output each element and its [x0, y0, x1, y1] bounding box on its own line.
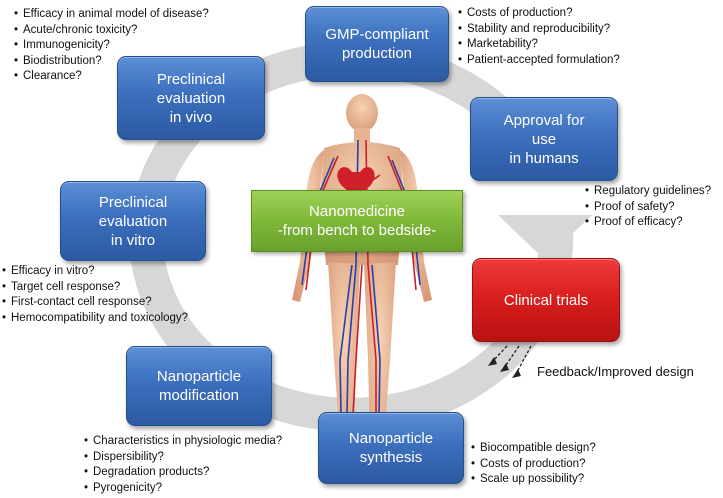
question-item: Regulatory guidelines?	[585, 184, 711, 200]
question-item: Characteristics in physiologic media?	[84, 434, 282, 450]
center-label-box: Nanomedicine -from bench to bedside-	[251, 190, 463, 252]
feedback-label: Feedback/Improved design	[537, 364, 694, 379]
question-item: Biodistribution?	[14, 54, 209, 70]
cycle-arrowhead	[498, 215, 592, 260]
stage-approval-for-use: Approval for use in humans	[470, 97, 618, 181]
question-item: Clearance?	[14, 69, 209, 85]
question-item: Dispersibility?	[84, 450, 282, 466]
question-item: Degradation products?	[84, 465, 282, 481]
stage-nanoparticle-modification: Nanoparticle modification	[126, 346, 272, 426]
question-item: Proof of efficacy?	[585, 215, 711, 231]
questions-approval: Regulatory guidelines? Proof of safety? …	[585, 184, 711, 231]
question-item: First-contact cell response?	[2, 295, 188, 311]
stage-preclinical-in-vitro: Preclinical evaluation in vitro	[60, 181, 206, 261]
question-item: Proof of safety?	[585, 200, 711, 216]
question-item: Acute/chronic toxicity?	[14, 23, 209, 39]
question-item: Scale up possibility?	[471, 472, 596, 488]
questions-synthesis: Biocompatible design? Costs of productio…	[471, 441, 596, 488]
question-item: Target cell response?	[2, 280, 188, 296]
question-item: Marketability?	[458, 37, 620, 53]
question-item: Patient-accepted formulation?	[458, 53, 620, 69]
questions-in-vitro: Efficacy in vitro? Target cell response?…	[2, 264, 188, 326]
questions-gmp: Costs of production? Stability and repro…	[458, 6, 620, 68]
stage-nanoparticle-synthesis: Nanoparticle synthesis	[318, 412, 464, 484]
question-item: Efficacy in animal model of disease?	[14, 7, 209, 23]
stage-gmp-production: GMP-compliant production	[305, 6, 449, 82]
question-item: Pyrogenicity?	[84, 481, 282, 497]
heart-icon	[337, 167, 375, 198]
question-item: Costs of production?	[458, 6, 620, 22]
question-item: Efficacy in vitro?	[2, 264, 188, 280]
question-item: Immunogenicity?	[14, 38, 209, 54]
questions-in-vivo: Efficacy in animal model of disease? Acu…	[14, 7, 209, 85]
question-item: Stability and reproducibility?	[458, 22, 620, 38]
question-item: Biocompatible design?	[471, 441, 596, 457]
questions-modification: Characteristics in physiologic media? Di…	[84, 434, 282, 496]
question-item: Costs of production?	[471, 457, 596, 473]
question-item: Hemocompatibility and toxicology?	[2, 311, 188, 327]
stage-clinical-trials: Clinical trials	[472, 258, 620, 342]
